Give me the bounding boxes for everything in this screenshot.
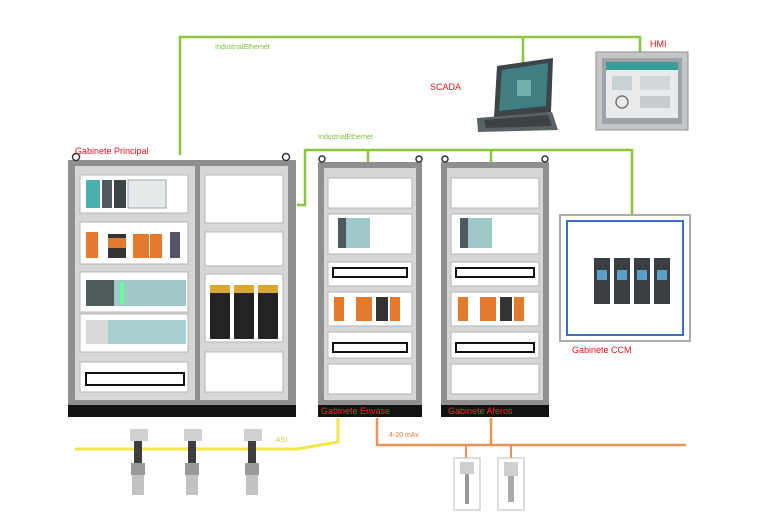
asi-actuator-valves bbox=[130, 429, 262, 495]
analog-transmitters bbox=[453, 457, 525, 511]
cabinet-ccm-label: Gabinete CCM bbox=[572, 345, 632, 355]
hmi-label: HMI bbox=[650, 39, 667, 49]
plc-rack-2 bbox=[86, 320, 186, 344]
hmi-panel-icon bbox=[595, 51, 689, 131]
asi-label: ASI bbox=[276, 437, 288, 444]
ethernet-line-top bbox=[178, 35, 642, 155]
ethernet-line-mid bbox=[297, 148, 634, 218]
cabinet-envase-label: Gabinete Envase bbox=[321, 406, 391, 416]
cabinet-principal bbox=[68, 152, 296, 417]
plc-power-module bbox=[86, 179, 167, 209]
cabinet-ccm bbox=[559, 214, 691, 342]
cabinet-principal-label: Gabinete Principal bbox=[75, 146, 149, 156]
io-modules-orange bbox=[86, 232, 180, 258]
cabinet-envase bbox=[318, 155, 423, 417]
scada-laptop-icon bbox=[477, 58, 558, 132]
motor-starters bbox=[594, 258, 670, 304]
ethernet-top-label: IndustrialEthernet bbox=[215, 44, 270, 51]
analog-label: 4-20 mAv bbox=[389, 432, 419, 439]
plc-rack-1 bbox=[86, 280, 186, 306]
analog-line bbox=[375, 418, 686, 447]
ethernet-mid-label: IndustrialEthernet bbox=[318, 134, 373, 141]
cabinet-aferos-label: Gabinete Aferos bbox=[448, 406, 513, 416]
asi-bus bbox=[75, 418, 340, 451]
drives bbox=[210, 285, 278, 339]
scada-label: SCADA bbox=[430, 82, 462, 92]
cabinet-aferos bbox=[441, 155, 549, 417]
